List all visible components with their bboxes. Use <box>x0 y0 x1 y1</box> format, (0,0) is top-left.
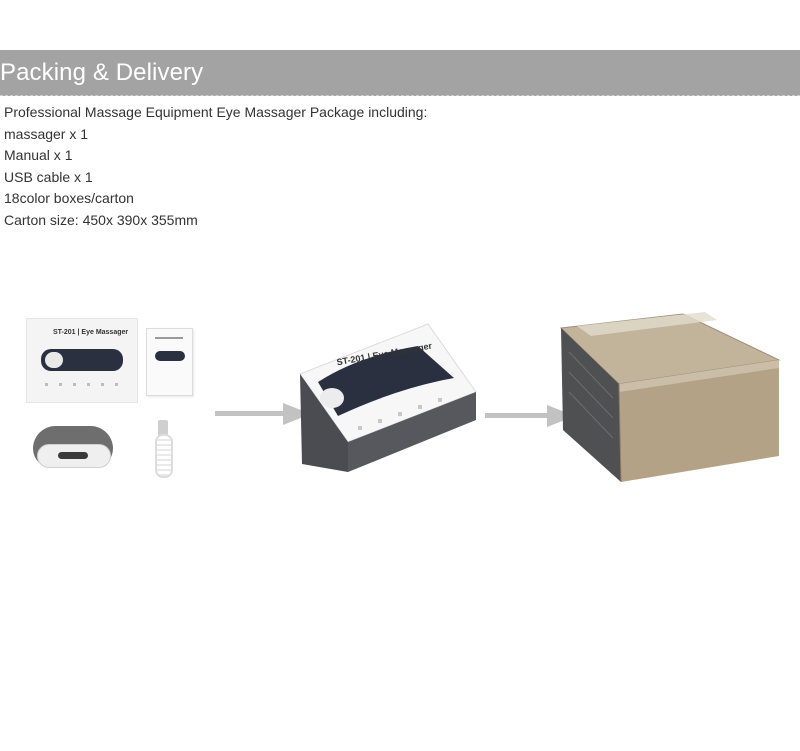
cable-coil-graphic <box>155 434 173 478</box>
usb-cable-image <box>152 420 174 478</box>
carton-drawing <box>559 312 781 483</box>
massager-front-graphic <box>37 444 111 468</box>
color-box-front-image: ST-201 | Eye Massager <box>26 318 138 403</box>
package-line-massager: massager x 1 <box>4 125 89 142</box>
package-description: Professional Massage Equipment Eye Massa… <box>4 102 427 232</box>
manual-title-graphic <box>155 337 183 339</box>
package-line-intro: Professional Massage Equipment Eye Massa… <box>4 104 428 120</box>
box-brand-label: ST-201 | Eye Massager <box>53 329 129 336</box>
package-line-usb-cable: USB cable x 1 <box>4 168 93 185</box>
packing-illustration: ST-201 | Eye Massager <box>0 300 800 500</box>
package-line-manual: Manual x 1 <box>4 147 73 164</box>
usb-plug-graphic <box>158 420 168 436</box>
shipping-carton-image <box>557 312 782 484</box>
retail-color-box-image: ST-201 | Eye Massager <box>298 322 478 474</box>
section-title: Packing & Delivery <box>0 59 204 86</box>
package-line-boxes-per-carton: 18color boxes/carton <box>4 190 134 207</box>
manual-product-graphic <box>155 351 185 361</box>
package-line-carton-size: Carton size: 450x 390x 355mm <box>4 211 198 228</box>
arrow-right-icon <box>215 403 311 425</box>
eye-massager-image <box>33 422 113 472</box>
massager-band-graphic <box>41 349 123 371</box>
feature-icons-row <box>45 383 119 386</box>
retail-box-drawing <box>299 323 477 472</box>
manual-booklet-image <box>146 328 193 396</box>
section-banner: Packing & Delivery <box>0 50 800 96</box>
